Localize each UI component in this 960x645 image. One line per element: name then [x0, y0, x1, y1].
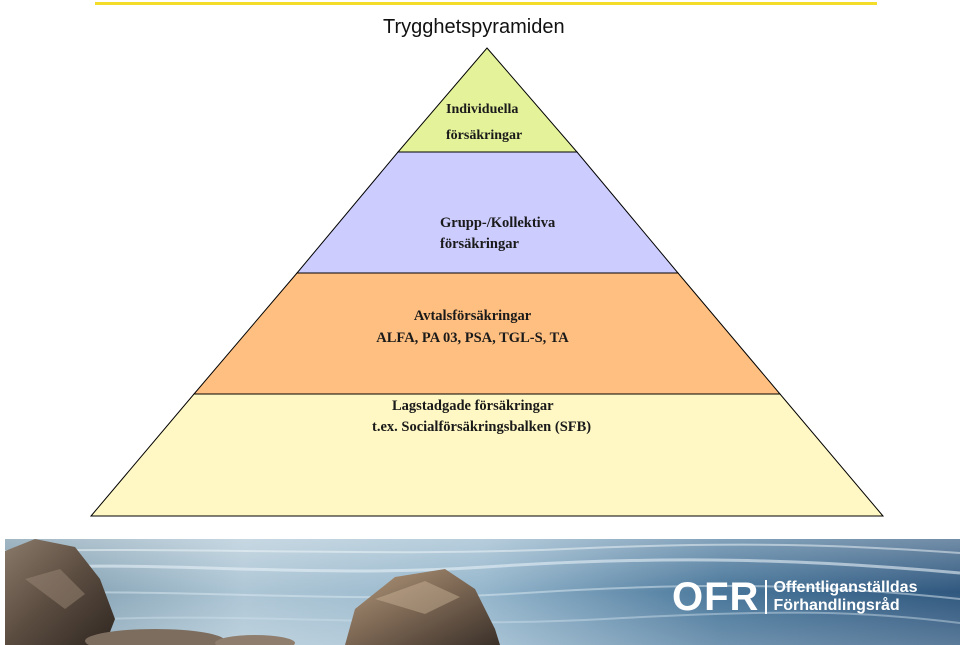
- tier-label-line: t.ex. Socialförsäkringsbalken (SFB): [372, 419, 592, 435]
- river-rocks-photo: [5, 539, 960, 645]
- logo-name-line2: Förhandlingsråd: [773, 597, 900, 614]
- tier-label-line: Grupp-/Kollektiva: [440, 215, 556, 231]
- pyramid-tier-statutory: [89, 393, 885, 517]
- logo-mark: OFR: [672, 575, 760, 619]
- ofr-logo: OFR Offentliganställdas Förhandlingsråd: [672, 577, 917, 617]
- logo-name: Offentliganställdas Förhandlingsråd: [773, 579, 917, 615]
- logo-name-line1: Offentliganställdas: [773, 579, 918, 596]
- tier-label-line: Individuella: [446, 102, 519, 117]
- tier-label-agreement: Avtalsförsäkringar ALFA, PA 03, PSA, TGL…: [365, 305, 580, 349]
- tier-label-line: försäkringar: [446, 128, 523, 143]
- tier-label-line: försäkringar: [440, 236, 519, 252]
- tier-label-line: ALFA, PA 03, PSA, TGL-S, TA: [376, 330, 569, 346]
- logo-divider: [765, 580, 768, 614]
- tier-label-line: Lagstadgade försäkringar: [392, 398, 554, 414]
- tier-label-group: Grupp-/Kollektiva försäkringar: [440, 213, 555, 255]
- tier-label-individual: Individuella försäkringar: [446, 97, 522, 149]
- tier-label-statutory: Lagstadgade försäkringar t.ex. Socialför…: [372, 396, 591, 438]
- tier-label-line: Avtalsförsäkringar: [413, 308, 532, 324]
- page-title: Trygghetspyramiden: [383, 16, 565, 38]
- top-accent-rule: [95, 2, 877, 5]
